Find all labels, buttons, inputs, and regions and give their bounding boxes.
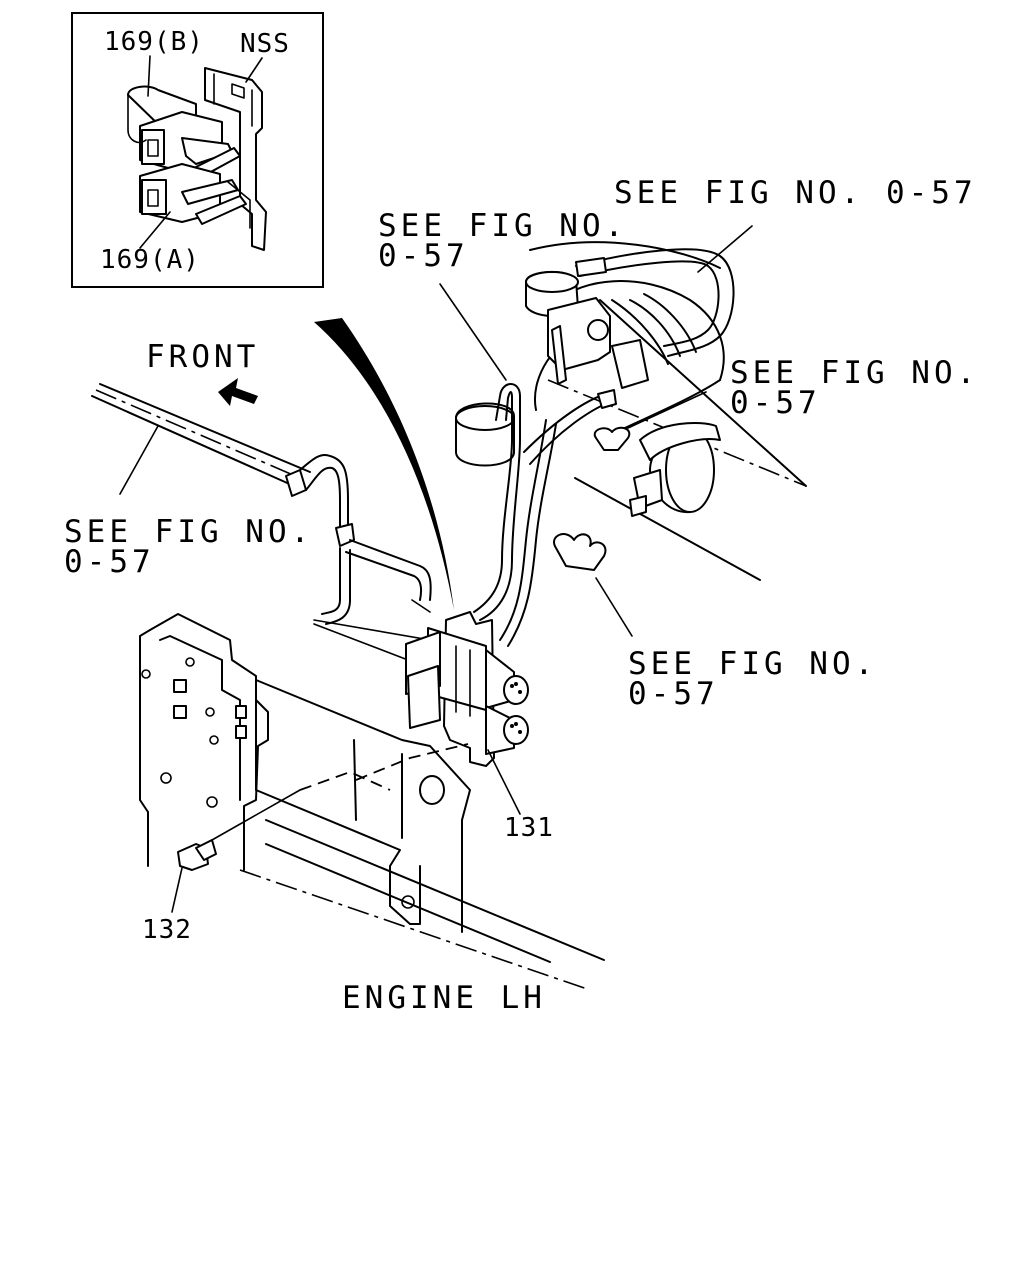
hose-clip-right [523, 389, 631, 465]
see-fig-label-right-line2: 0-57 [730, 385, 821, 421]
connector-upper [503, 675, 529, 705]
frame-hole [419, 775, 445, 805]
hose-clip-lower [553, 533, 633, 637]
valve-unit-131 [405, 611, 529, 815]
connector-lower [503, 715, 529, 745]
see-fig-label-lower-line1: SEE FIG NO. [628, 646, 877, 682]
inset-frame [71, 12, 324, 288]
inset-detail-view: 169(B) NSS 169(A) [71, 12, 324, 288]
callout-nss: NSS [240, 29, 290, 59]
see-fig-label-left-line2: 0-57 [64, 544, 155, 580]
chassis-frame [139, 613, 605, 991]
see-fig-label-left-line1: SEE FIG NO. [64, 514, 313, 550]
see-fig-label-lower-line2: 0-57 [628, 676, 719, 712]
see-fig-label-center-line2: 0-57 [378, 238, 469, 274]
callout-132: 132 [142, 915, 192, 945]
vacuum-hoses [91, 383, 557, 661]
front-label: FRONT [146, 339, 259, 375]
front-arrow [218, 378, 258, 406]
callout-169a: 169(A) [100, 245, 200, 275]
callout-131: 131 [504, 813, 554, 843]
upper-hose-loop [525, 248, 735, 389]
pipe-clamp [639, 421, 721, 461]
see-fig-label-center-line1: SEE FIG NO. [378, 208, 627, 244]
see-fig-label-top-right: SEE FIG NO. 0-57 [614, 175, 977, 211]
engine-lh-label: ENGINE LH [342, 980, 546, 1016]
callout-169b: 169(B) [104, 27, 204, 57]
see-fig-label-right-line1: SEE FIG NO. [730, 355, 979, 391]
